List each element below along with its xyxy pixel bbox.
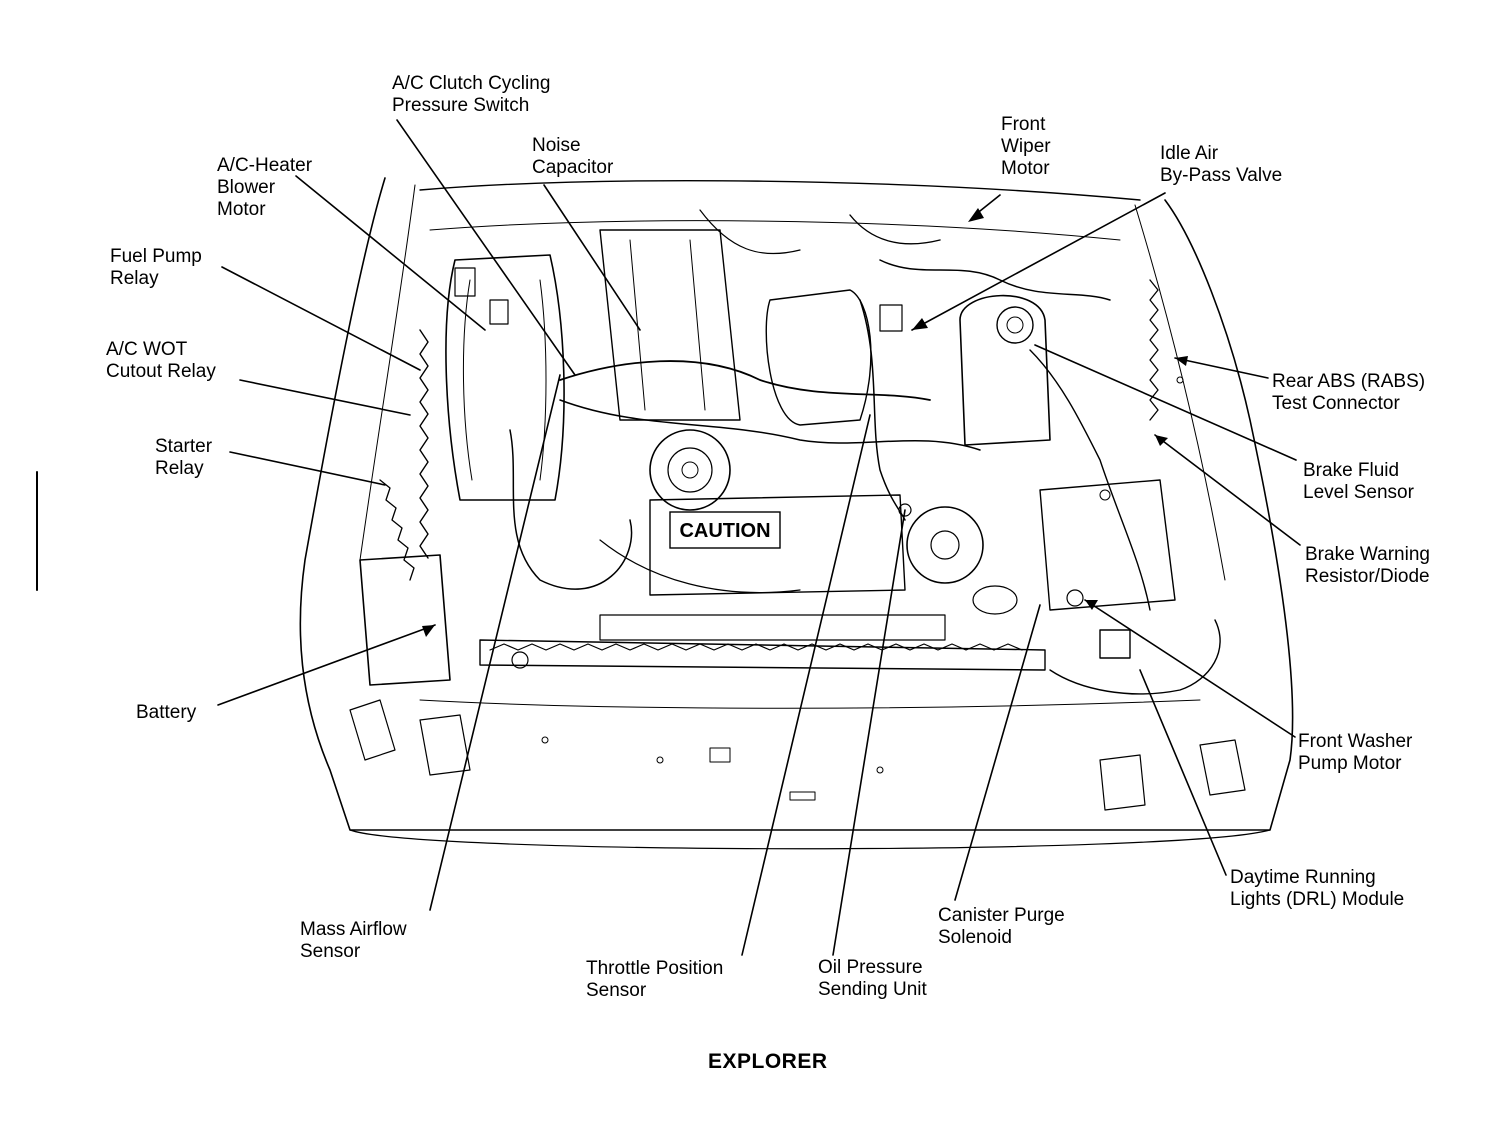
fender-outline xyxy=(299,177,1294,831)
arrowheads xyxy=(422,208,1188,637)
label-noise-capacitor: Noise Capacitor xyxy=(532,135,614,178)
throttle-body xyxy=(649,429,731,511)
pulley xyxy=(906,506,984,584)
label-ac-heater-blower-motor: A/C-Heater Blower Motor xyxy=(217,155,313,220)
label-daytime-running-lights-module: Daytime Running Lights (DRL) Module xyxy=(1230,867,1405,910)
label-idle-air-bypass-valve: Idle Air By-Pass Valve xyxy=(1160,143,1283,186)
label-canister-purge-solenoid: Canister Purge Solenoid xyxy=(938,905,1065,948)
label-oil-pressure-sending-unit: Oil Pressure Sending Unit xyxy=(818,957,927,1000)
washer-reservoir xyxy=(1039,479,1176,611)
brake-master-cylinder xyxy=(959,294,1051,446)
label-throttle-position-sensor: Throttle Position Sensor xyxy=(586,958,724,1001)
label-fuel-pump-relay: Fuel Pump Relay xyxy=(110,246,202,289)
label-brake-warning-resistor-diode: Brake Warning Resistor/Diode xyxy=(1305,544,1430,587)
leader-lines xyxy=(217,119,1301,956)
label-battery: Battery xyxy=(136,702,197,723)
label-front-washer-pump-motor: Front Washer Pump Motor xyxy=(1298,731,1413,774)
label-ac-clutch-cycling-pressure-switch: A/C Clutch Cycling Pressure Switch xyxy=(392,73,551,116)
diagram-caption: EXPLORER xyxy=(708,1050,828,1073)
label-rear-abs-test-connector: Rear ABS (RABS) Test Connector xyxy=(1272,371,1426,414)
caution-placard: CAUTION xyxy=(679,520,770,542)
harness-front xyxy=(489,643,1023,651)
label-ac-wot-cutout-relay: A/C WOT Cutout Relay xyxy=(106,339,216,382)
intake-manifold xyxy=(599,229,741,421)
label-starter-relay: Starter Relay xyxy=(155,436,213,479)
label-front-wiper-motor: Front Wiper Motor xyxy=(1001,114,1051,179)
fan-shroud xyxy=(649,494,906,596)
radiator-support xyxy=(479,639,1046,671)
label-brake-fluid-level-sensor: Brake Fluid Level Sensor xyxy=(1303,460,1414,503)
label-mass-airflow-sensor: Mass Airflow Sensor xyxy=(300,919,407,962)
battery xyxy=(359,554,451,686)
cowl xyxy=(419,179,1141,201)
left-plenum xyxy=(445,254,565,501)
harness-left xyxy=(419,329,429,559)
